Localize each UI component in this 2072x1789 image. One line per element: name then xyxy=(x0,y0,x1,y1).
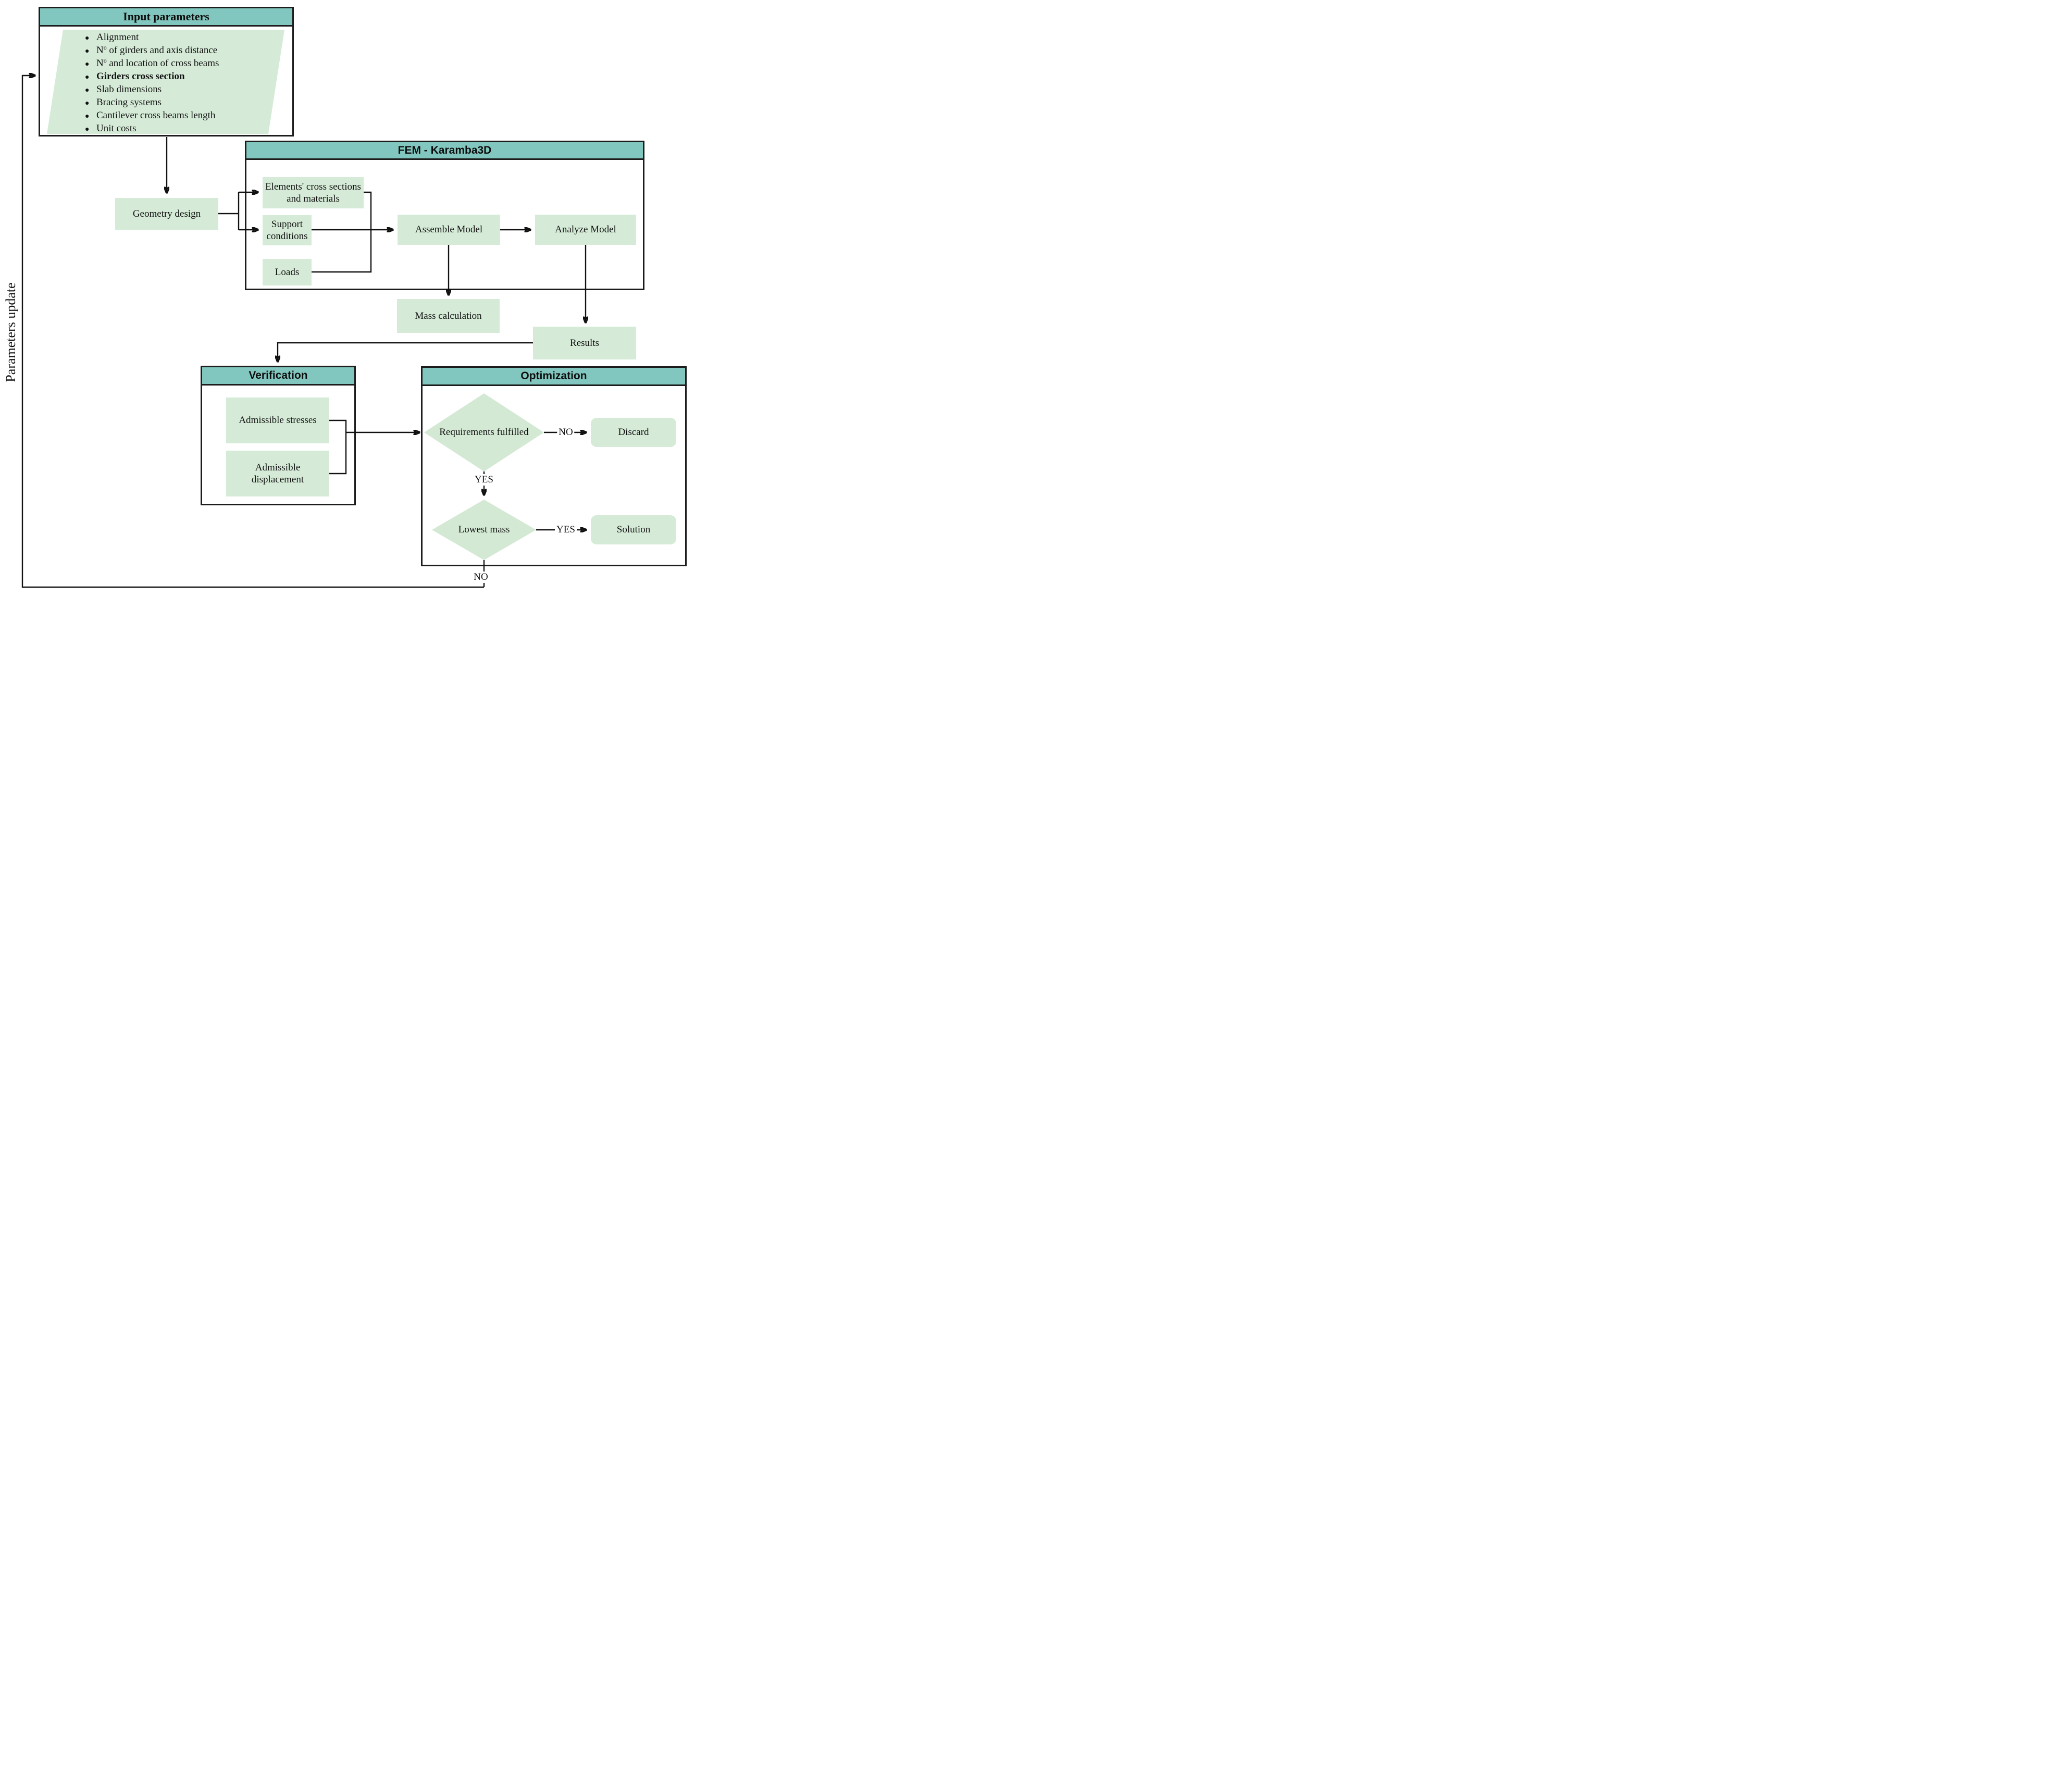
discard-box: Discard xyxy=(591,418,676,447)
analyze-model-box: Analyze Model xyxy=(535,215,636,245)
list-item-label: Slab dimensions xyxy=(96,84,162,95)
verification-header: Verification xyxy=(202,367,354,386)
input-parameters-header: Input parameters xyxy=(40,8,292,27)
list-item: ● Nº and location of cross beams xyxy=(85,57,283,70)
support-conditions-label: Support conditions xyxy=(266,218,308,242)
list-item: ● Unit costs xyxy=(85,122,283,135)
list-item-label: Nº and location of cross beams xyxy=(96,58,219,69)
results-box: Results xyxy=(533,327,636,359)
bullet-icon: ● xyxy=(85,100,90,107)
input-parameters-list: ● Alignment ● Nº of girders and axis dista… xyxy=(85,31,283,135)
list-item: ● Girders cross section xyxy=(85,70,283,83)
admissible-displacement-box: Admissible displacement xyxy=(226,451,329,496)
analyze-model-label: Analyze Model xyxy=(555,224,616,235)
fem-title: FEM - Karamba3D xyxy=(398,144,492,156)
optimization-header: Optimization xyxy=(423,368,685,386)
bullet-icon: ● xyxy=(85,73,90,81)
list-item-label: Alignment xyxy=(96,32,139,43)
bullet-icon: ● xyxy=(85,60,90,68)
bullet-icon: ● xyxy=(85,113,90,120)
no-label-lowest-mass: NO xyxy=(472,572,490,583)
geometry-design-box: Geometry design xyxy=(115,198,218,230)
list-item: ● Bracing systems xyxy=(85,96,283,109)
verification-title: Verification xyxy=(249,369,308,381)
bullet-icon: ● xyxy=(85,47,90,55)
mass-calculation-label: Mass calculation xyxy=(415,310,482,321)
fem-header: FEM - Karamba3D xyxy=(246,142,643,160)
yes-label-requirements: YES xyxy=(473,474,495,486)
optimization-title: Optimization xyxy=(520,370,587,382)
bullet-icon: ● xyxy=(85,126,90,133)
list-item-label: Girders cross section xyxy=(96,71,185,82)
discard-label: Discard xyxy=(618,427,649,438)
lowest-mass-label: Lowest mass xyxy=(458,524,510,535)
solution-label: Solution xyxy=(616,524,651,536)
loads-box: Loads xyxy=(263,259,312,285)
list-item-label: Bracing systems xyxy=(96,97,162,108)
results-label: Results xyxy=(570,337,599,349)
parameters-update-label: Parameters update xyxy=(3,282,18,382)
elements-cross-sections-label: Elements' cross sections and materials xyxy=(265,181,361,204)
input-parameters-title: Input parameters xyxy=(123,10,209,23)
assemble-model-label: Assemble Model xyxy=(415,224,483,235)
assemble-model-box: Assemble Model xyxy=(398,215,500,245)
flowchart-canvas: Input parameters ● Alignment ● Nº of girde… xyxy=(0,0,691,597)
bullet-icon: ● xyxy=(85,86,90,94)
admissible-stresses-box: Admissible stresses xyxy=(226,397,329,443)
arrow-results-to-verification xyxy=(278,342,533,362)
list-item: ● Cantilever cross beams length xyxy=(85,109,283,122)
bullet-icon: ● xyxy=(85,34,90,42)
solution-box: Solution xyxy=(591,515,676,544)
input-parameters-container: Input parameters ● Alignment ● Nº of girde… xyxy=(39,7,294,136)
support-conditions-box: Support conditions xyxy=(263,215,312,245)
list-item-label: Cantilever cross beams length xyxy=(96,110,216,121)
no-label-requirements: NO xyxy=(557,427,575,438)
admissible-displacement-label: Admissible displacement xyxy=(251,462,304,485)
elements-cross-sections-box: Elements' cross sections and materials xyxy=(263,177,364,208)
list-item: ● Alignment xyxy=(85,31,283,44)
geometry-design-label: Geometry design xyxy=(132,208,201,219)
requirements-fulfilled-label: Requirements fulfilled xyxy=(439,427,529,438)
list-item-label: Unit costs xyxy=(96,123,137,134)
list-item: ● Slab dimensions xyxy=(85,83,283,96)
admissible-stresses-label: Admissible stresses xyxy=(239,415,317,426)
list-item-label: Nº of girders and axis distance xyxy=(96,45,218,56)
list-item: ● Nº of girders and axis distance xyxy=(85,44,283,57)
yes-label-lowest-mass: YES xyxy=(555,524,577,536)
loads-label: Loads xyxy=(275,266,300,278)
mass-calculation-box: Mass calculation xyxy=(397,299,500,333)
